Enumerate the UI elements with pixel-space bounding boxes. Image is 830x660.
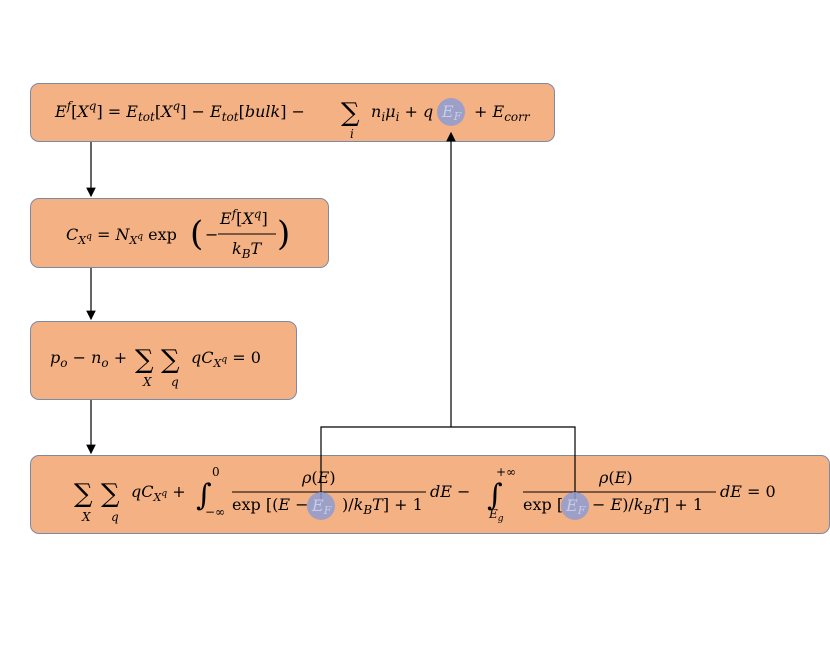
svg-text:dE = 0: dE = 0 — [720, 482, 776, 501]
svg-text:∑: ∑ — [341, 98, 360, 128]
svg-text:niμi + q: niμi + q — [371, 102, 433, 124]
svg-text:∫: ∫ — [487, 478, 503, 513]
svg-text:ρ(E): ρ(E) — [301, 468, 336, 487]
svg-text:0: 0 — [212, 465, 220, 479]
svg-text:kBT: kBT — [232, 239, 263, 261]
svg-text:+∞: +∞ — [496, 465, 516, 479]
svg-text:∫: ∫ — [196, 478, 212, 513]
formation-energy-equation: Ef[Xq] = Etot[Xq] − Etot[bulk] − ∑ i niμ… — [54, 98, 531, 141]
svg-text:−∞: −∞ — [205, 505, 225, 519]
svg-text:ρ(E): ρ(E) — [598, 468, 633, 487]
feedback-connector — [320, 426, 576, 500]
svg-text:∑: ∑ — [101, 479, 120, 509]
svg-text:exp [(E −: exp [(E − — [232, 495, 309, 514]
svg-text:q: q — [111, 510, 119, 524]
svg-text:Ef[Xq] = Etot[Xq] − Etot[bulk]: Ef[Xq] = Etot[Xq] − Etot[bulk] − — [54, 99, 305, 124]
self-consistent-box — [30, 455, 830, 534]
svg-text:Eg: Eg — [488, 507, 504, 524]
svg-text:exp [: exp [ — [523, 495, 563, 514]
charge-neutrality-equation: po − no + ∑ X ∑ q qCXq = 0 — [50, 345, 261, 389]
svg-text:po − no +: po − no + — [50, 348, 127, 370]
svg-text:qCXq +: qCXq + — [131, 482, 186, 504]
self-consistent-equation: ∑ X ∑ q qCXq + ∫ 0 −∞ ρ(E) exp [(E − )/k… — [74, 465, 776, 524]
svg-text:Ef[Xq]: Ef[Xq] — [219, 207, 268, 228]
fermi-level-label-top: EF — [441, 102, 462, 123]
svg-text:∑: ∑ — [74, 479, 93, 509]
formation-energy-box — [30, 83, 555, 142]
svg-text:(: ( — [190, 214, 203, 254]
svg-text:i: i — [350, 127, 354, 141]
svg-text:∑: ∑ — [135, 345, 154, 375]
svg-text:− E)/kBT] + 1: − E)/kBT] + 1 — [592, 495, 703, 517]
fermi-level-highlight-right — [561, 492, 589, 520]
concentration-equation: CXq = NXq exp ( − Ef[Xq] kBT ) — [66, 207, 290, 261]
svg-text:X: X — [81, 510, 91, 524]
svg-text:qCXq = 0: qCXq = 0 — [191, 348, 261, 370]
fermi-level-label-left: EF — [311, 496, 332, 517]
fermi-level-highlight-left — [307, 492, 335, 520]
fermi-level-label-right: EF — [565, 496, 586, 517]
svg-text:−: − — [205, 225, 218, 244]
svg-text:CXq = NXq exp: CXq = NXq exp — [66, 225, 177, 247]
svg-text:X: X — [142, 375, 152, 389]
svg-text:q: q — [171, 375, 179, 389]
svg-text:)/kBT] + 1: )/kBT] + 1 — [342, 495, 423, 517]
concentration-box — [30, 198, 329, 268]
charge-neutrality-box — [30, 321, 297, 400]
fermi-level-highlight-top — [437, 98, 465, 126]
svg-text:∑: ∑ — [161, 345, 180, 375]
svg-text:+ Ecorr: + Ecorr — [474, 102, 531, 124]
svg-text:): ) — [277, 214, 290, 254]
svg-text:dE −: dE − — [430, 482, 470, 501]
